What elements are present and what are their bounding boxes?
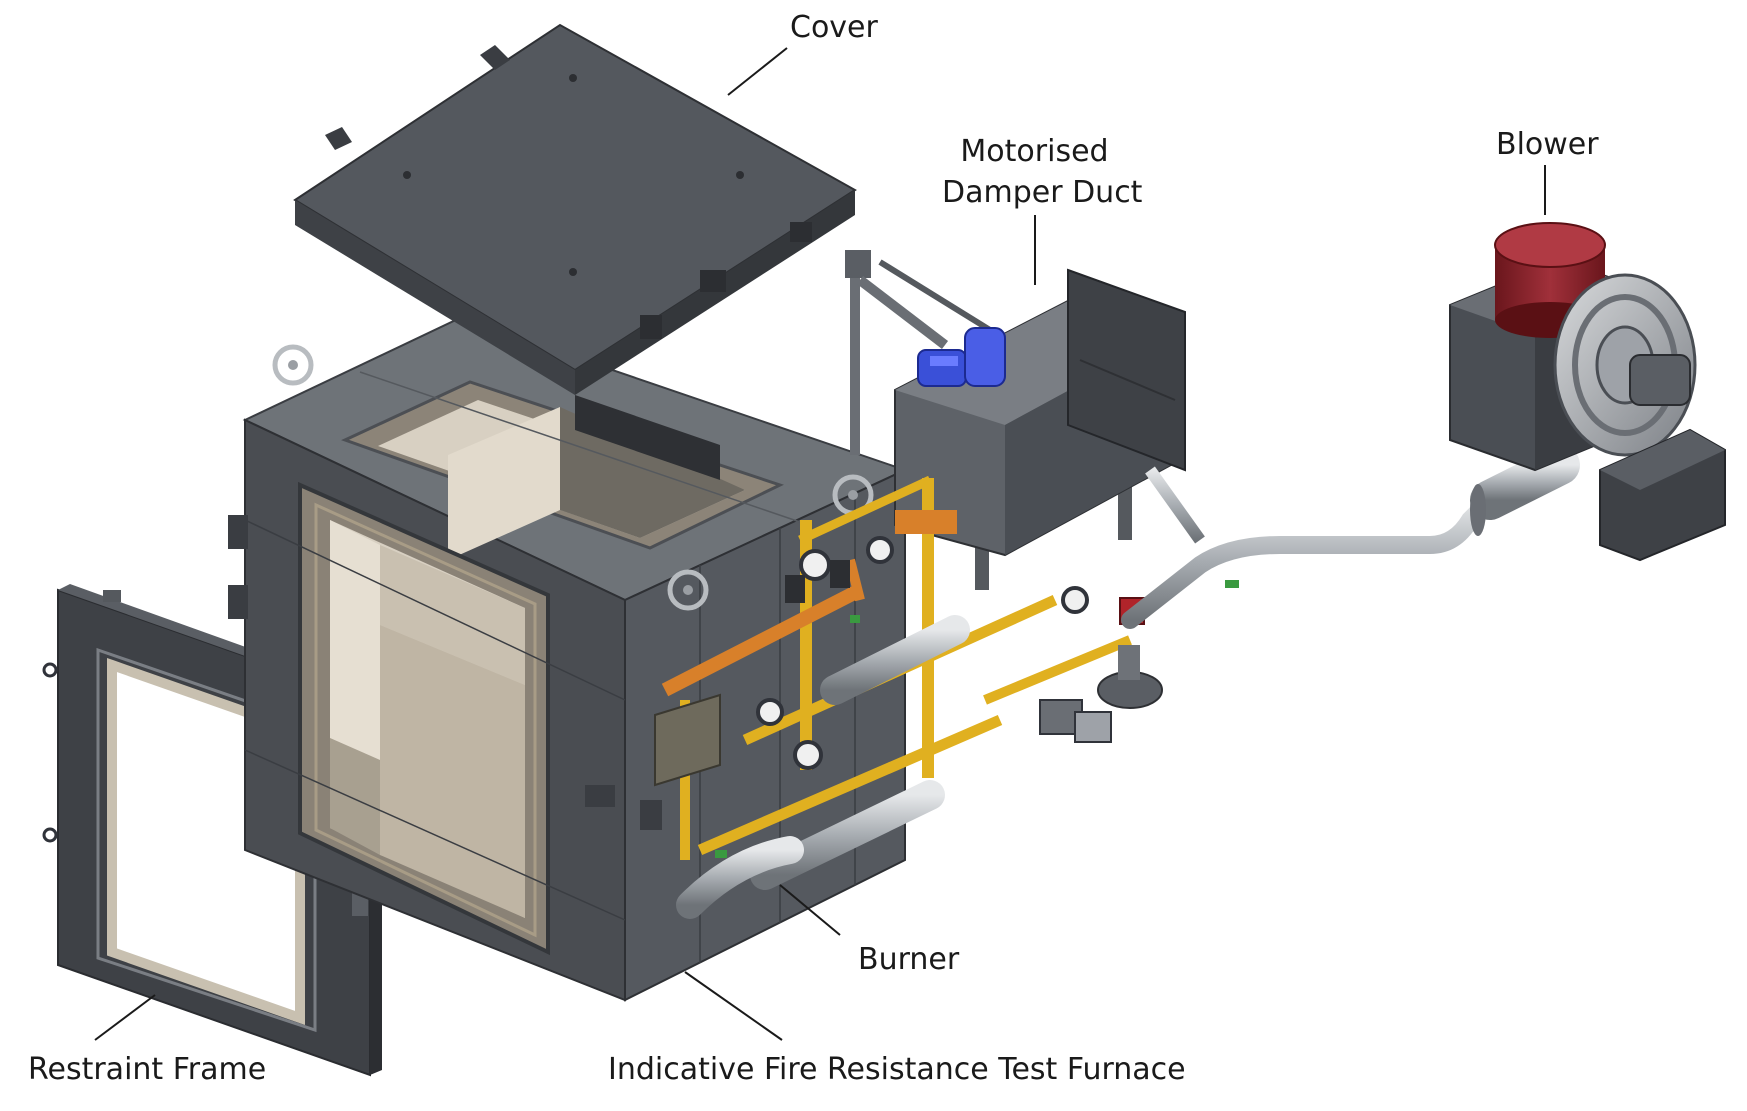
leader-lines [94,47,1546,1041]
cover-label: Cover [790,10,878,45]
cover-leader [727,47,788,96]
blower-label: Blower [1496,127,1599,162]
furnace-cover [293,23,857,395]
burner-label: Burner [858,942,960,977]
burner-leader [779,884,841,936]
damper-label-line2: Damper Duct [942,174,1143,210]
air-supply-pipe [1121,445,1580,629]
restraint-frame-label: Restraint Frame [28,1052,267,1087]
furnace-leader [684,971,783,1041]
restraint-frame-leader [94,994,156,1041]
burner-pipework [654,475,1239,919]
furnace-label: Indicative Fire Resistance Test Furnace [608,1052,1186,1087]
damper-label-line1: Motorised [960,134,1109,169]
damper-duct-label: Motorised Damper Duct [942,132,1143,213]
damper-duct [845,250,1186,590]
blower [1449,222,1726,562]
